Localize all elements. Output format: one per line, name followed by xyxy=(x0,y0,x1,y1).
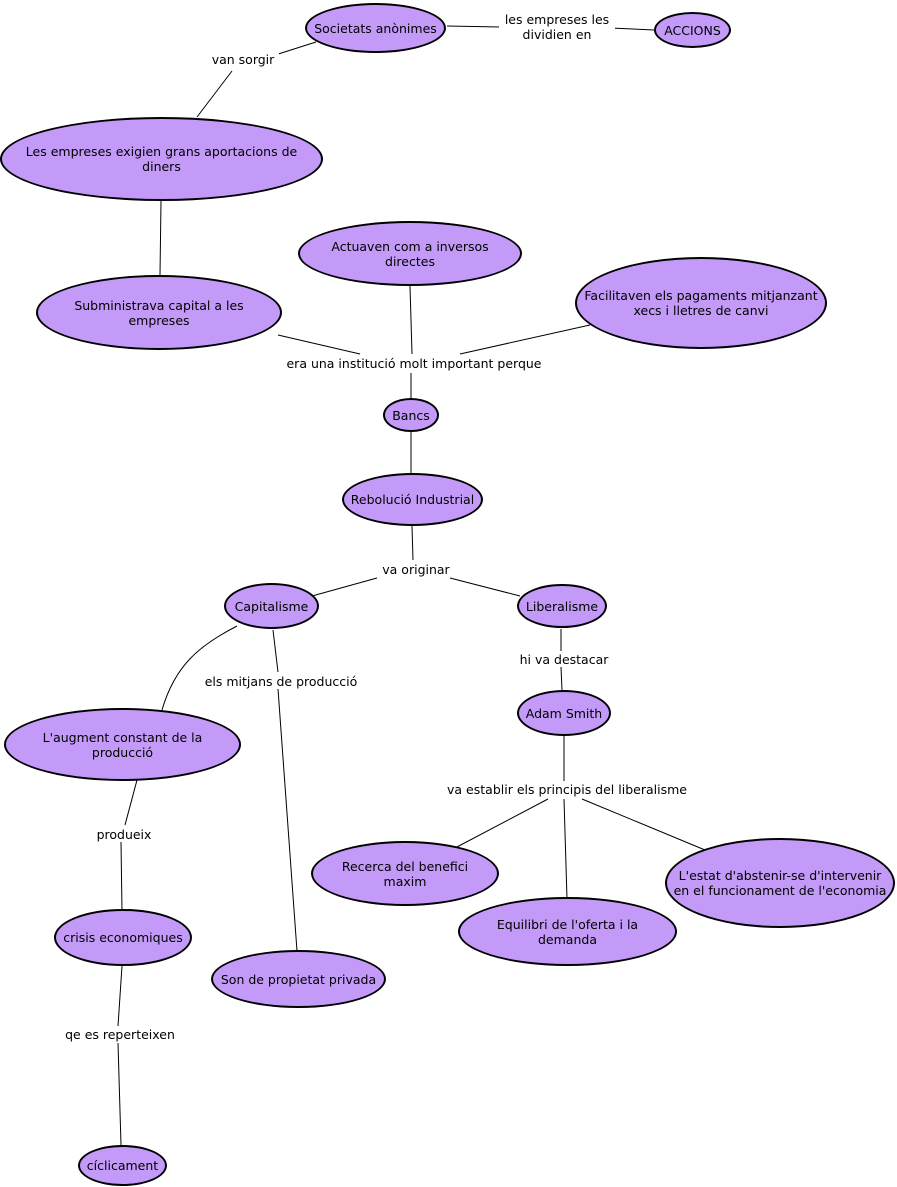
link-label-va-originar: va originar xyxy=(376,562,456,577)
link-label-institucio: era una institució molt important perque xyxy=(283,356,545,371)
node-capitalisme[interactable]: Capitalisme xyxy=(224,583,319,629)
edge-revolucio-vaoriginar xyxy=(411,525,414,561)
node-label: crisis economiques xyxy=(63,930,183,945)
node-accions[interactable]: ACCIONS xyxy=(654,12,731,48)
node-label: Capitalisme xyxy=(234,598,309,614)
link-label-mitjans: els mitjans de producció xyxy=(200,674,362,689)
edge-principis-equilibri xyxy=(563,798,568,900)
edge-empreses-subministrava xyxy=(159,200,162,276)
node-societats-anonimes[interactable]: Societats anònimes xyxy=(305,3,446,53)
node-label: Facilitaven els pagaments mitjanzant xec… xyxy=(584,288,818,318)
node-label: Son de propietat privada xyxy=(220,971,377,987)
node-equilibri[interactable]: Equilibri de l'oferta i la demanda xyxy=(458,897,677,966)
node-propietat-privada[interactable]: Son de propietat privada xyxy=(211,950,386,1008)
node-ciclicament[interactable]: cíclicament xyxy=(78,1145,167,1186)
node-label: Bancs xyxy=(392,407,430,423)
node-label: ACCIONS xyxy=(664,22,721,38)
edge-principis-estat xyxy=(581,798,706,851)
edge-vaoriginar-liberalisme xyxy=(449,577,521,597)
node-subministrava[interactable]: Subministrava capital a les empreses xyxy=(36,275,282,350)
node-recerca-benefici[interactable]: Recerca del benefici maxim xyxy=(311,841,499,906)
edge-actuaven-institucio xyxy=(409,285,413,355)
link-label-reperteixen: qe es reperteixen xyxy=(59,1027,181,1042)
node-label: Rebolució Industrial xyxy=(350,492,475,507)
node-crisis-economiques[interactable]: crisis economiques xyxy=(54,909,192,966)
node-empreses-exigien[interactable]: Les empreses exigien grans aportacions d… xyxy=(0,117,323,201)
node-label: Liberalisme xyxy=(525,598,599,614)
edge-capitalisme-mitjans xyxy=(272,629,279,673)
node-estat-abstenir[interactable]: L'estat d'abstenir-se d'intervenir en el… xyxy=(665,838,895,928)
node-label: Adam Smith xyxy=(525,705,603,721)
edge-subministrava-institucio xyxy=(277,334,361,355)
edge-augment-produeix xyxy=(124,779,138,826)
link-label-van-sorgir: van sorgir xyxy=(207,52,279,67)
node-label: Les empreses exigien grans aportacions d… xyxy=(25,144,298,174)
edge-vaoriginar-capitalisme xyxy=(311,577,378,597)
edge-destacar-adamsmith xyxy=(560,666,563,691)
node-label: Equilibri de l'oferta i la demanda xyxy=(496,916,639,947)
node-label: Subministrava capital a les empreses xyxy=(74,297,244,328)
node-label: Actuaven com a inversos directes xyxy=(331,238,489,269)
edge-vansorgir-empreses xyxy=(196,70,233,118)
edge-crisis-reperteixen xyxy=(117,965,123,1027)
edge-societats-dividien xyxy=(446,25,501,28)
edge-reperteixen-ciclicament xyxy=(117,1042,122,1146)
node-label: L'augment constant de la producció xyxy=(42,729,203,760)
link-label-destacar: hi va destacar xyxy=(514,652,614,667)
edge-capitalisme-augment xyxy=(161,625,238,711)
link-label-principis: va establir els principis del liberalism… xyxy=(443,782,691,797)
node-facilitaven[interactable]: Facilitaven els pagaments mitjanzant xec… xyxy=(575,257,827,349)
node-bancs[interactable]: Bancs xyxy=(383,398,439,432)
edge-principis-recerca xyxy=(454,798,549,849)
node-label: cíclicament xyxy=(86,1158,159,1173)
edge-mitjans-propietat xyxy=(277,688,298,952)
link-label-dividien: les empreses les dividien en xyxy=(499,12,615,42)
edge-dividien-accions xyxy=(609,27,655,31)
node-actuaven[interactable]: Actuaven com a inversos directes xyxy=(298,221,522,286)
node-revolucio-industrial[interactable]: Rebolució Industrial xyxy=(342,473,483,526)
node-augment-produccio[interactable]: L'augment constant de la producció xyxy=(4,708,241,781)
node-adam-smith[interactable]: Adam Smith xyxy=(517,690,611,736)
edge-produeix-crisis xyxy=(120,841,123,911)
node-liberalisme[interactable]: Liberalisme xyxy=(517,584,607,628)
node-label: L'estat d'abstenir-se d'intervenir en el… xyxy=(673,868,887,898)
edge-facilitaven-institucio xyxy=(459,324,591,355)
node-label: Societats anònimes xyxy=(314,20,437,36)
node-label: Recerca del benefici maxim xyxy=(341,858,469,889)
edge-societats-vansorgir xyxy=(271,41,317,57)
link-label-produeix: produeix xyxy=(90,827,158,842)
